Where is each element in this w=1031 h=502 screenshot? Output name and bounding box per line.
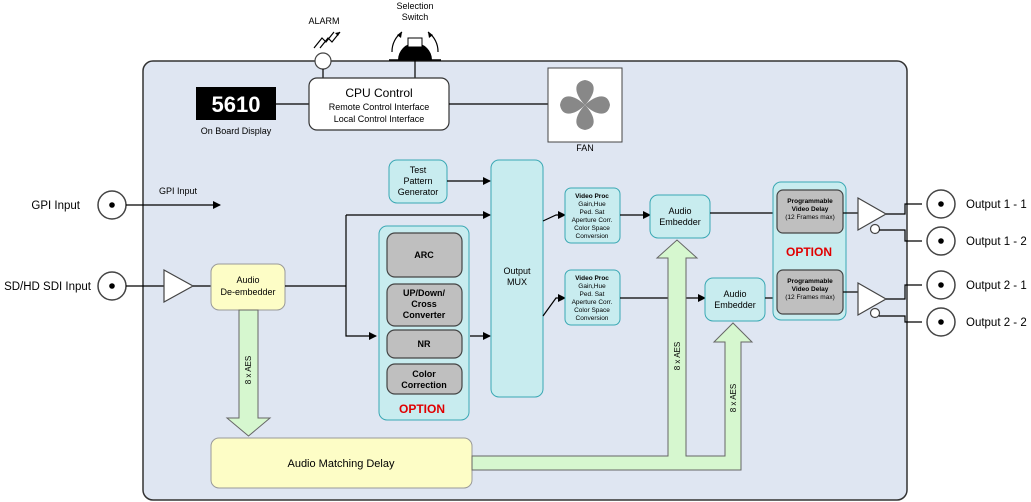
sdi-input-label: SD/HD SDI Input xyxy=(4,281,92,293)
de-embedder-label-1: Audio xyxy=(236,275,259,285)
output-2-1-connector xyxy=(926,270,956,300)
nr-label: NR xyxy=(418,339,431,349)
color-correction-block xyxy=(386,363,463,395)
aes-label-2: 8 x AES xyxy=(673,342,682,370)
output-1-2-label: Output 1 - 2 xyxy=(966,236,1027,248)
test-pattern-label-2: Pattern xyxy=(403,176,432,186)
video-proc-2-line-5: Conversion xyxy=(576,315,609,322)
output-1-2-connector xyxy=(926,226,956,256)
sdi-connector xyxy=(97,271,127,301)
audio-matching-delay-label: Audio Matching Delay xyxy=(287,458,395,470)
aes-return-path xyxy=(471,239,754,471)
selection-switch-label: Selection xyxy=(396,1,433,11)
converter-label-2: Cross xyxy=(411,299,437,309)
video-proc-2-line-2: Ped. Sat xyxy=(580,291,605,298)
aes-label-1: 8 x AES xyxy=(244,356,253,384)
delay-option-label: OPTION xyxy=(786,245,832,259)
processing-option-label: OPTION xyxy=(399,402,445,416)
alarm-label: ALARM xyxy=(308,16,339,26)
selection-switch-label-2: Switch xyxy=(402,12,429,22)
output-2-2-connector xyxy=(926,307,956,337)
input-amplifier-icon xyxy=(163,268,195,304)
aes-label-3: 8 x AES xyxy=(729,384,738,412)
gpi-connector xyxy=(97,190,127,220)
gpi-line-label: GPI Input xyxy=(159,186,198,196)
color-correction-label-1: Color xyxy=(412,369,436,379)
test-pattern-label-3: Generator xyxy=(398,187,439,197)
converter-block xyxy=(386,283,463,327)
output-1-1-connector xyxy=(926,189,956,219)
audio-embedder-1 xyxy=(649,194,711,239)
converter-label-3: Converter xyxy=(403,310,446,320)
output-2-2-label: Output 2 - 2 xyxy=(966,317,1027,329)
arc-block xyxy=(386,232,463,278)
cpu-line-1: Remote Control Interface xyxy=(329,102,430,112)
video-delay-1-note: (12 Frames max) xyxy=(785,214,834,221)
color-correction-label-2: Correction xyxy=(401,380,447,390)
audio-embedder-1-label-1: Audio xyxy=(668,206,691,216)
video-delay-1-title-1: Programmable xyxy=(787,198,833,205)
audio-embedder-1-label-2: Embedder xyxy=(659,217,701,227)
video-delay-2-title-1: Programmable xyxy=(787,278,833,285)
video-proc-2-line-1: Gain,Hue xyxy=(578,283,606,290)
audio-embedder-2 xyxy=(704,277,766,322)
video-proc-1-line-3: Aperture Corr. xyxy=(572,217,613,224)
video-proc-1-title: Video Proc xyxy=(575,193,609,200)
selection-switch-icon[interactable] xyxy=(389,31,441,61)
audio-embedder-2-label-2: Embedder xyxy=(714,300,756,310)
de-embedder-label-2: De-embedder xyxy=(220,287,275,297)
alarm-icon xyxy=(313,31,341,49)
output-mux-label-1: Output xyxy=(503,266,531,276)
output-driver-1-icon xyxy=(857,196,888,232)
alarm-indicator xyxy=(314,52,332,70)
output-driver-1-invert xyxy=(869,223,881,235)
video-proc-1-line-1: Gain,Hue xyxy=(578,201,606,208)
video-delay-1-title-2: Video Delay xyxy=(792,206,829,213)
video-delay-1 xyxy=(776,189,844,234)
video-proc-1-line-5: Conversion xyxy=(576,233,609,240)
display-value: 5610 xyxy=(212,92,261,117)
output-driver-2-invert xyxy=(869,307,881,319)
video-proc-2-line-3: Aperture Corr. xyxy=(572,299,613,306)
fan-icon xyxy=(560,80,610,130)
video-proc-1-line-4: Color Space xyxy=(574,225,610,232)
video-delay-2-title-2: Video Delay xyxy=(792,286,829,293)
video-proc-2-line-4: Color Space xyxy=(574,307,610,314)
audio-embedder-2-label-1: Audio xyxy=(723,289,746,299)
test-pattern-label-1: Test xyxy=(410,165,427,175)
nr-block xyxy=(386,329,463,359)
converter-label-1: UP/Down/ xyxy=(403,288,445,298)
aes-arrow-down xyxy=(225,309,272,437)
output-driver-2-icon xyxy=(857,281,888,317)
gpi-input-label: GPI Input xyxy=(31,200,80,212)
onboard-display xyxy=(196,87,276,120)
video-proc-2-title: Video Proc xyxy=(575,275,609,282)
cpu-line-2: Local Control Interface xyxy=(334,114,425,124)
cpu-title: CPU Control xyxy=(345,86,412,100)
output-1-1-label: Output 1 - 1 xyxy=(966,199,1027,211)
output-mux-label-2: MUX xyxy=(507,277,527,287)
display-caption: On Board Display xyxy=(201,126,272,136)
video-delay-2-note: (12 Frames max) xyxy=(785,294,834,301)
output-2-1-label: Output 2 - 1 xyxy=(966,280,1027,292)
output-mux xyxy=(490,159,544,398)
fan-label: FAN xyxy=(576,143,594,153)
video-proc-1-line-2: Ped. Sat xyxy=(580,209,605,216)
arc-label: ARC xyxy=(414,250,434,260)
